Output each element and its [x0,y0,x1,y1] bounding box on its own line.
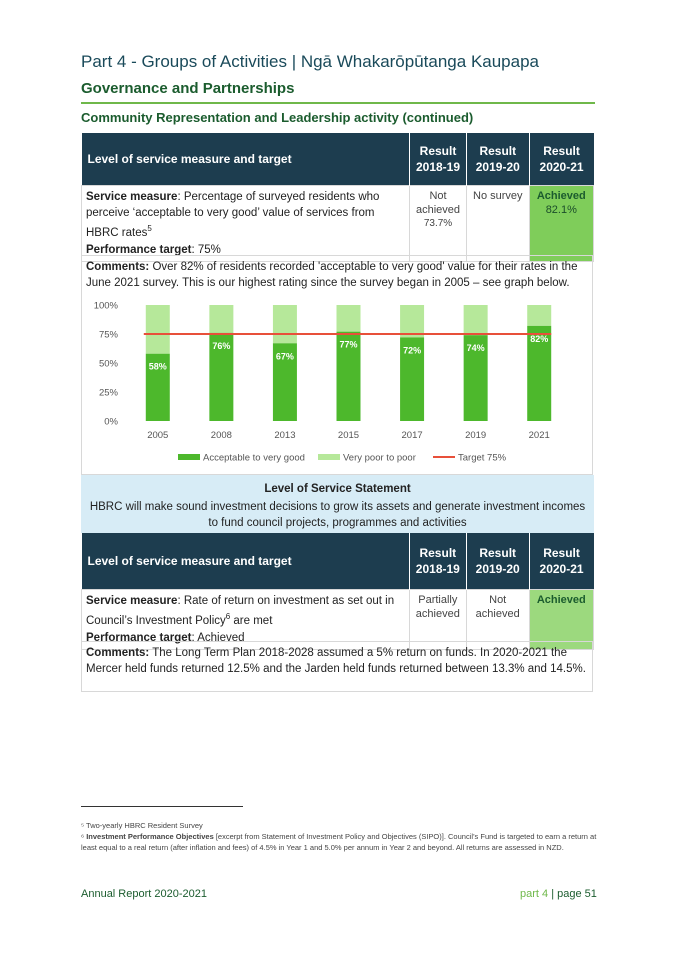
comment-label-2: Comments: [86,647,150,659]
result-2019-20-cell: No survey [465,184,530,263]
los-title: Level of Service Statement [264,483,411,495]
result-2020-21-2: Achieved [536,593,586,606]
header-result-2019-20-2: Result 2019-20 [466,533,530,589]
result-2019-20: No survey [473,189,523,202]
result-2018-19-2: Partially achieved [415,593,460,620]
footnote-6-text: [excerpt from Statement of Investment Po… [81,832,597,852]
part-title: Part 4 - Groups of Activities | Ngā Whak… [81,52,540,71]
target-text: : 75% [191,244,221,257]
bar-very-poor-to-poor [145,305,170,354]
legend-very-poor-label: Very poor to poor [343,453,416,464]
header-measure: Level of service measure and target [81,133,411,185]
bar-data-label: 67% [276,351,294,361]
result-2018-19: Not achieved [415,189,461,216]
footer-separator: | [548,888,558,900]
footnote-5: ⁵ Two-yearly HBRC Resident Survey [81,821,203,830]
bar-data-label: 72% [403,345,421,355]
footer-page-ref: part 4 | page 51 [520,888,597,900]
footer-part: part 4 [520,888,549,900]
y-tick-label: 0% [104,417,118,428]
footnote-6-label: Investment Performance Objectives [86,832,214,841]
service-measure-table-2: Level of service measure and target Resu… [81,533,595,651]
x-tick-label: 2013 [274,430,295,441]
footnote-6: ⁶ Investment Performance Objectives [exc… [81,831,601,853]
result-2020-21-cell: Achieved 82.1% [528,184,595,263]
service-measure-table-1: Level of service measure and target Resu… [80,133,595,263]
measure-text-2: : Rate of return on investment as set ou… [86,594,395,627]
bar-data-label: 74% [467,343,485,353]
comments-box-2: Comments: The Long Term Plan 2018-2028 a… [81,641,593,692]
result-2020-21-value: 82.1% [545,203,577,216]
resident-survey-chart: 100% 75% 50% 25% 0% 58% 2005 76% 2008 67% 2013 77% 2… [94,301,552,464]
bar-very-poor-to-poor [209,305,234,333]
bar-very-poor-to-poor [527,305,552,326]
x-tick-label: 2021 [529,430,550,441]
y-tick-label: 50% [99,359,119,370]
bar-acceptable-to-very-good [463,335,488,421]
measure-tail-2: are met [230,614,273,627]
header-result-2018-19-2: Result 2018-19 [409,533,467,589]
legend-acceptable-swatch [178,454,200,460]
section-divider [81,102,595,104]
los-text: HBRC will make sound investment decision… [89,501,586,529]
measure-text: : Percentage of surveyed residents who p… [86,190,380,239]
bar-acceptable-to-very-good [145,353,170,421]
result-2018-19-cell: Not achieved 73.7% [409,184,467,263]
header-result-2019-20: Result 2019-20 [466,133,530,185]
legend-target-label: Target 75% [458,453,507,464]
section-title: Governance and Partnerships [81,80,295,97]
level-of-service-statement: Level of Service Statement HBRC will mak… [81,475,594,533]
target-label: Performance target [86,244,192,257]
measure-label-2: Service measure [86,594,178,607]
comments-box-1: Comments: Over 82% of residents recorded… [81,255,593,475]
legend-acceptable-label: Acceptable to very good [203,453,305,464]
bar-very-poor-to-poor [336,305,361,332]
x-tick-label: 2008 [211,430,232,441]
x-tick-label: 2015 [338,430,359,441]
result-2018-19-cell-2: Partially achieved [408,588,467,651]
bar-data-label: 76% [212,341,230,351]
bar-data-label: 58% [149,362,167,372]
bar-very-poor-to-poor [272,305,297,344]
header-result-2018-19: Result 2018-19 [409,133,467,185]
footnote-ref-5: 5 [147,223,152,233]
header-result-2020-21-2: Result 2020-21 [529,533,594,589]
comment-text-1: Over 82% of residents recorded 'acceptab… [86,261,578,289]
bar-very-poor-to-poor [463,305,488,336]
footnote-ref-6: 6 [225,611,231,621]
footer-page: page 51 [557,888,597,900]
comment-text-2: The Long Term Plan 2018-2028 assumed a 5… [86,647,586,675]
result-2020-21: Achieved [536,189,586,202]
result-2018-19-value: 73.7% [423,217,453,229]
measure-label: Service measure [86,190,178,203]
result-2020-21-cell-2: Achieved [528,588,595,651]
footnote-6-ref: ⁶ [81,832,85,841]
bar-data-label: 77% [339,340,357,350]
bar-data-label: 82% [530,334,548,344]
x-tick-label: 2005 [147,430,168,441]
legend-very-poor-swatch [318,454,340,460]
header-result-2020-21: Result 2020-21 [529,133,594,185]
result-2019-20-2: Not achieved [475,593,520,620]
measure-cell: Service measure: Percentage of surveyed … [80,184,411,263]
x-tick-label: 2017 [402,430,423,441]
bar-acceptable-to-very-good [400,337,425,421]
header-measure-2: Level of service measure and target [81,533,410,589]
bar-acceptable-to-very-good [209,332,234,421]
footer-report-name: Annual Report 2020-2021 [81,888,207,900]
bar-very-poor-to-poor [400,305,425,338]
activity-subtitle: Community Representation and Leadership … [81,110,474,125]
bar-acceptable-to-very-good [272,343,297,421]
comment-label-1: Comments: [86,261,150,273]
y-tick-label: 100% [94,301,119,312]
y-tick-label: 25% [99,388,119,399]
footnote-divider [81,806,243,807]
bar-acceptable-to-very-good [527,325,552,421]
bar-acceptable-to-very-good [336,331,361,421]
x-tick-label: 2019 [465,430,486,441]
y-tick-label: 75% [99,330,119,341]
